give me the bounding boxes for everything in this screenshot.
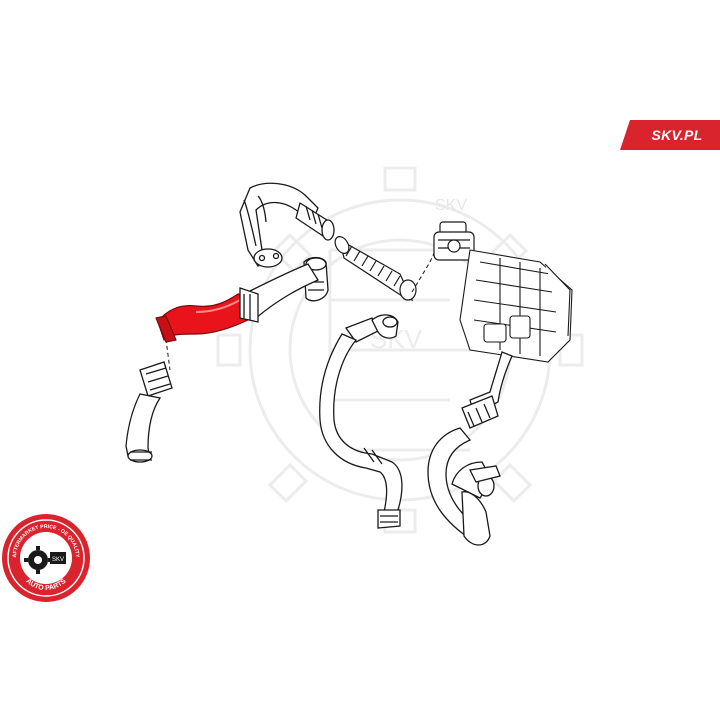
- engine-outlet-pipe: [461, 351, 513, 429]
- seal-center-text: SKV: [52, 557, 64, 563]
- brand-tag: SKV.PL: [620, 120, 720, 150]
- air-flow-sensor: [433, 221, 475, 261]
- u-shaped-intake-pipe: [427, 427, 501, 546]
- left-lower-pipe: [125, 361, 173, 463]
- connecting-pipe: [239, 263, 319, 323]
- long-s-pipe: [319, 314, 403, 529]
- watermark-text: SKV: [435, 197, 467, 214]
- brand-tag-text: SKV.PL: [651, 127, 703, 143]
- engine-block: [459, 249, 573, 363]
- upper-elbow-pipe: [239, 182, 335, 268]
- brand-tag-shape: [620, 120, 720, 150]
- corrugated-hose: [334, 236, 417, 302]
- skv-auto-parts-seal-icon: SKV AFTERMARKET PRICE - OE QUALITY AUTO …: [2, 514, 90, 602]
